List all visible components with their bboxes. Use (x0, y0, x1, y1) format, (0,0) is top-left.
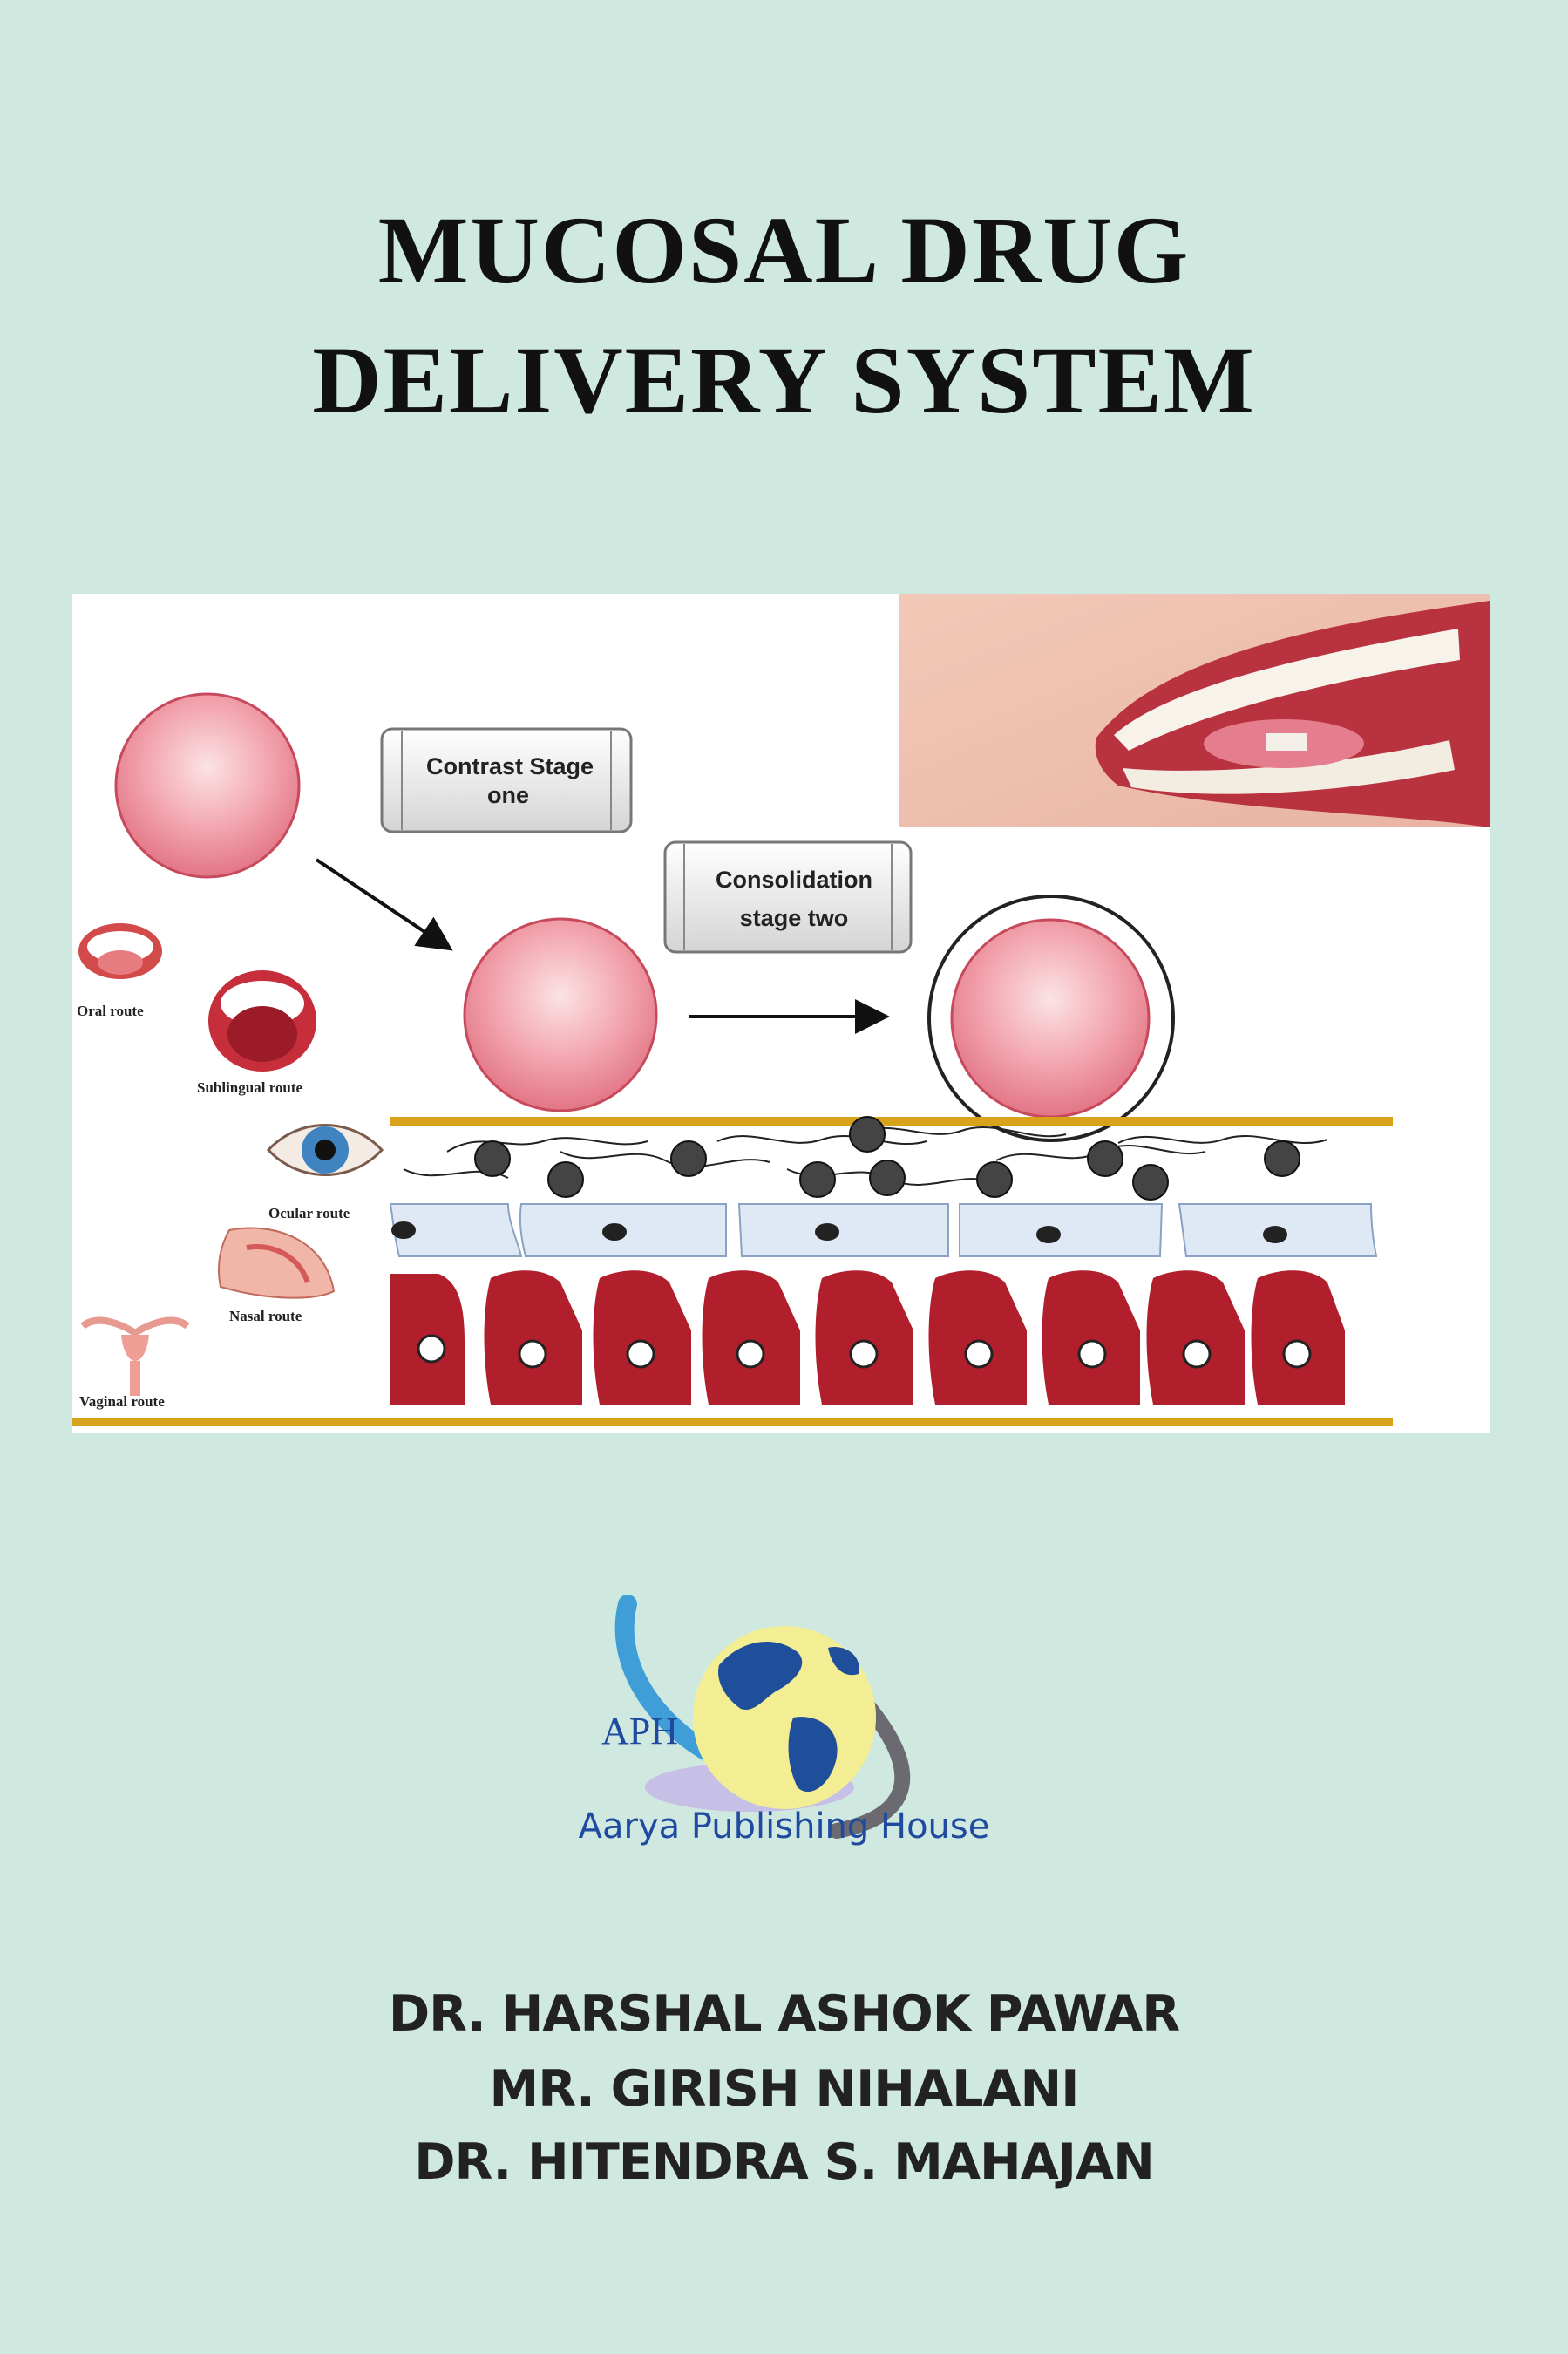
cover-illustration: Contrast Stage one Consolidation stage t… (72, 594, 1490, 1433)
logo-swoosh-grey (829, 1692, 911, 1839)
book-title-line-1: MUCOSAL DRUG (377, 197, 1191, 303)
stage-one-label-line-2: one (487, 782, 529, 808)
stage-one-label-line-1: Contrast Stage (426, 753, 594, 779)
publisher-name: Aarya Publishing House (578, 1806, 990, 1847)
author-1: DR. HARSHAL ASHOK PAWAR (388, 1985, 1180, 2043)
ocular-route-icon (266, 1124, 384, 1176)
sublingual-route-label: Sublingual route (197, 1079, 303, 1096)
basement-line (72, 1418, 1393, 1426)
sublingual-route-icon (208, 970, 316, 1072)
dosage-form-ball-3 (950, 918, 1151, 1119)
author-3: DR. HITENDRA S. MAHAJAN (414, 2133, 1155, 2191)
mucosal-cells (390, 1270, 1345, 1405)
stage-two-label-line-2: stage two (740, 905, 849, 931)
book-title-line-2: DELIVERY SYSTEM (312, 327, 1256, 433)
arrow-stage-one (315, 858, 453, 951)
mucoadhesion-diagram: Contrast Stage one Consolidation stage t… (72, 594, 1490, 1426)
mucus-top-line (390, 1117, 1393, 1126)
stage-two-label-box: Consolidation stage two (663, 840, 913, 954)
stage-one-label-box: Contrast Stage one (380, 727, 633, 833)
oral-route-label: Oral route (77, 1003, 144, 1019)
stage-two-label-line-1: Consolidation (716, 867, 872, 893)
dosage-form-ball-2 (463, 917, 658, 1112)
mouth-photo (899, 594, 1490, 827)
ocular-route-label: Ocular route (268, 1205, 350, 1221)
nasal-route-icon (218, 1227, 336, 1299)
mucin-beads (474, 1116, 1300, 1201)
publisher-logo: APH (601, 1595, 911, 1839)
oral-route-icon (78, 923, 162, 979)
dosage-form-ball-1 (114, 692, 301, 879)
vaginal-route-icon (80, 1316, 190, 1396)
vaginal-route-label: Vaginal route (79, 1393, 165, 1410)
nasal-route-label: Nasal route (229, 1308, 302, 1324)
author-2: MR. GIRISH NIHALANI (489, 2060, 1080, 2118)
epithelial-top-layer (389, 1203, 1378, 1257)
publisher-abbreviation: APH (601, 1710, 678, 1752)
epithelial-nuclei (391, 1221, 1287, 1243)
